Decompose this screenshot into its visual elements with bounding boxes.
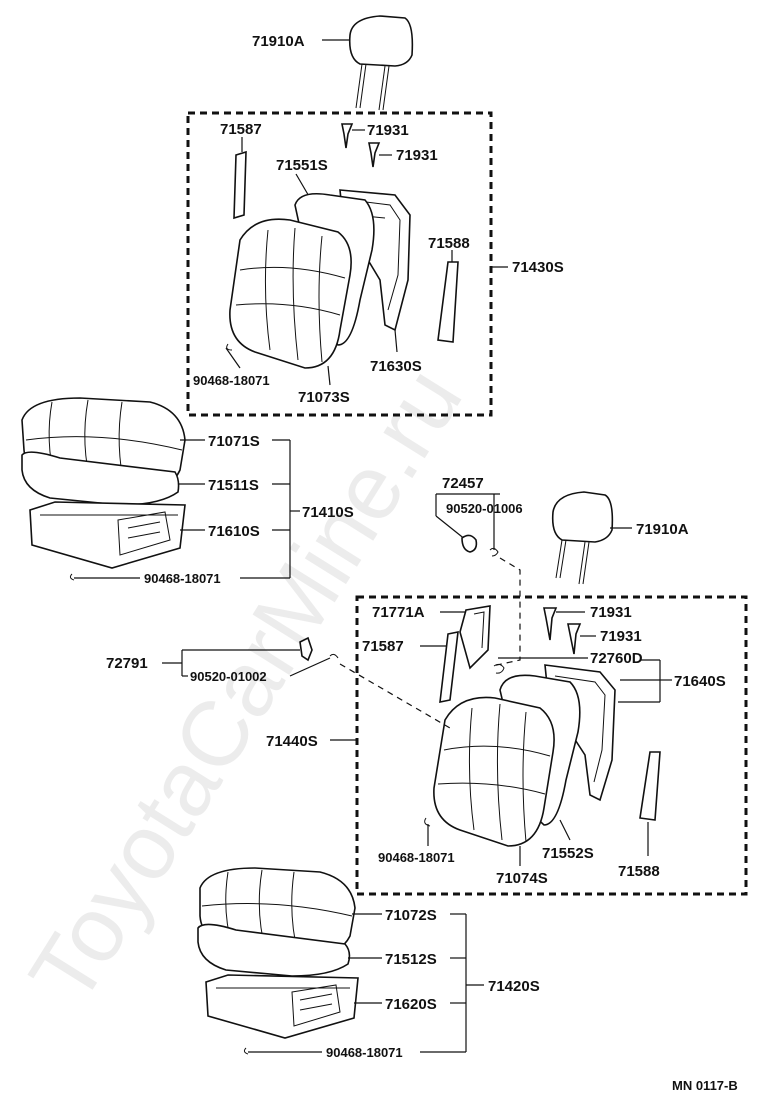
label-71511s: 71511S <box>208 477 259 494</box>
figure-code: MN 0117-B <box>672 1078 738 1093</box>
label-71931-top-2: 71931 <box>396 147 438 164</box>
label-71072s: 71072S <box>385 907 437 924</box>
label-71551s: 71551S <box>276 157 328 174</box>
label-71931-top-1: 71931 <box>367 122 409 139</box>
label-71588-right: 71588 <box>618 863 660 880</box>
cushion-frame-bottom-part <box>205 974 359 1039</box>
top-back-boundary <box>186 111 493 417</box>
hog-ring-left-part <box>69 573 75 581</box>
knob-72760d-part <box>493 663 505 674</box>
right-back-boundary <box>355 595 748 896</box>
label-71610s: 71610S <box>208 523 260 540</box>
label-90468-18071-right: 90468-18071 <box>378 850 455 865</box>
label-72457: 72457 <box>442 475 484 492</box>
clip-top-2-part <box>368 142 381 168</box>
cushion-pad-left-part <box>21 451 180 506</box>
belt-guide-top-part <box>233 150 247 220</box>
hog-ring-right-part <box>424 817 431 827</box>
clip-right-1-part <box>543 607 558 641</box>
label-71630s: 71630S <box>370 358 422 375</box>
cover-71771a-part <box>459 605 491 670</box>
bottom-cushion-group: 71072S 71512S 71620S 71420S 90468-18071 <box>197 867 540 1060</box>
back-cover-right-part <box>433 696 555 847</box>
headrest-right-group: 71910A <box>551 491 689 585</box>
label-71074s: 71074S <box>496 870 548 887</box>
cushion-frame-left-part <box>29 501 186 569</box>
label-71073s: 71073S <box>298 389 350 406</box>
label-71410s: 71410S <box>302 504 354 521</box>
label-71588-top: 71588 <box>428 235 470 252</box>
label-90468-18071-left: 90468-18071 <box>144 571 221 586</box>
label-71931-right-2: 71931 <box>600 628 642 645</box>
belt-guide-right-part <box>439 630 459 704</box>
lever-bolt-part <box>489 547 499 557</box>
clip-top-1-part <box>341 123 354 149</box>
label-71552s: 71552S <box>542 845 594 862</box>
label-71620s: 71620S <box>385 996 437 1013</box>
label-71771a: 71771A <box>372 604 425 621</box>
cushion-pad-bottom-part <box>197 923 351 977</box>
label-71910a-right: 71910A <box>636 521 689 538</box>
label-71071s: 71071S <box>208 433 260 450</box>
label-71910a-top: 71910A <box>252 33 305 50</box>
label-71440s: 71440S <box>266 733 318 750</box>
headrest-right-part <box>551 491 614 543</box>
top-back-group: 71910A 71587 71931 71931 71551S <box>186 15 564 417</box>
label-71587-right: 71587 <box>362 638 404 655</box>
back-cover-top-part <box>229 218 352 369</box>
label-72791: 72791 <box>106 655 148 672</box>
label-71931-right-1: 71931 <box>590 604 632 621</box>
clip-right-2-part <box>567 623 582 655</box>
lever-knob-part <box>461 534 478 553</box>
label-71430s: 71430S <box>512 259 564 276</box>
lever-group: 72457 90520-01006 <box>435 475 523 667</box>
label-90468-18071-top: 90468-18071 <box>193 373 270 388</box>
label-72760d: 72760D <box>590 650 643 667</box>
label-71587-top: 71587 <box>220 121 262 138</box>
label-71420s: 71420S <box>488 978 540 995</box>
label-90468-18071-bottom: 90468-18071 <box>326 1045 403 1060</box>
right-back-group: 71771A 71587 71931 71931 72760D <box>355 595 748 896</box>
label-90520-01006: 90520-01006 <box>446 501 523 516</box>
back-guide-right-part <box>639 751 661 821</box>
knob-72791-group: 72791 90520-01002 71440S <box>106 636 451 750</box>
headrest-top-part <box>348 15 414 111</box>
left-cushion-group: 71071S 71511S 71610S 71410S 90468-18071 <box>21 397 354 586</box>
knob-72791-part <box>299 636 313 662</box>
hog-ring-bottom-part <box>243 1047 249 1055</box>
label-71640s: 71640S <box>674 673 726 690</box>
back-guide-top-part <box>437 261 459 343</box>
label-90520-01002: 90520-01002 <box>190 669 267 684</box>
label-71512s: 71512S <box>385 951 437 968</box>
